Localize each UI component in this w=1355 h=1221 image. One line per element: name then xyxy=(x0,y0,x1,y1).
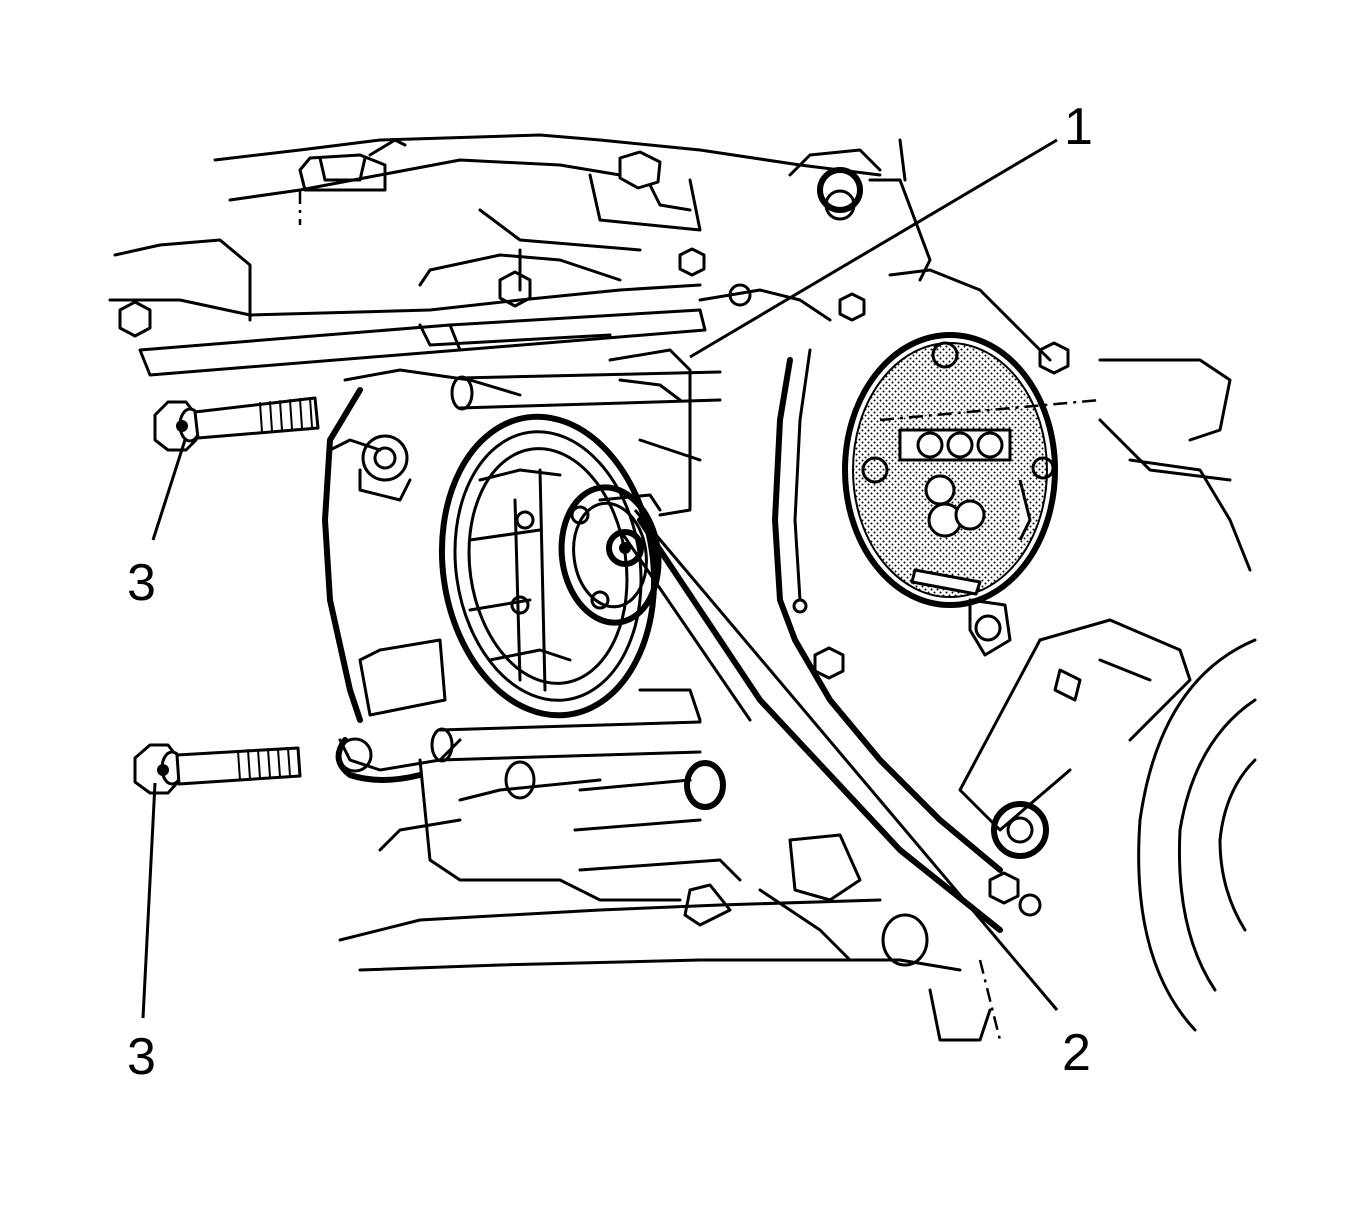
lower-engine-front xyxy=(338,758,1002,1042)
tensioner-and-pulley xyxy=(958,358,1257,1032)
pump-bolt-lower xyxy=(133,743,302,795)
leader-3-lower xyxy=(141,782,157,1019)
leader-1 xyxy=(689,138,1058,359)
leader-lines xyxy=(141,138,1059,1019)
callout-1: 1 xyxy=(1064,98,1093,156)
pump-housing-edge xyxy=(618,517,1003,933)
timing-cover xyxy=(698,268,1101,873)
pump-rods xyxy=(430,348,722,763)
leader-2 xyxy=(633,509,1059,1011)
water-pump xyxy=(322,368,662,783)
leader-3-upper xyxy=(151,439,187,541)
callout-3-lower: 3 xyxy=(127,1028,156,1086)
upper-engine-housing xyxy=(108,133,932,377)
pump-bolt-upper xyxy=(153,396,320,452)
callout-2: 2 xyxy=(1062,1024,1091,1082)
callout-3-upper: 3 xyxy=(127,554,156,612)
